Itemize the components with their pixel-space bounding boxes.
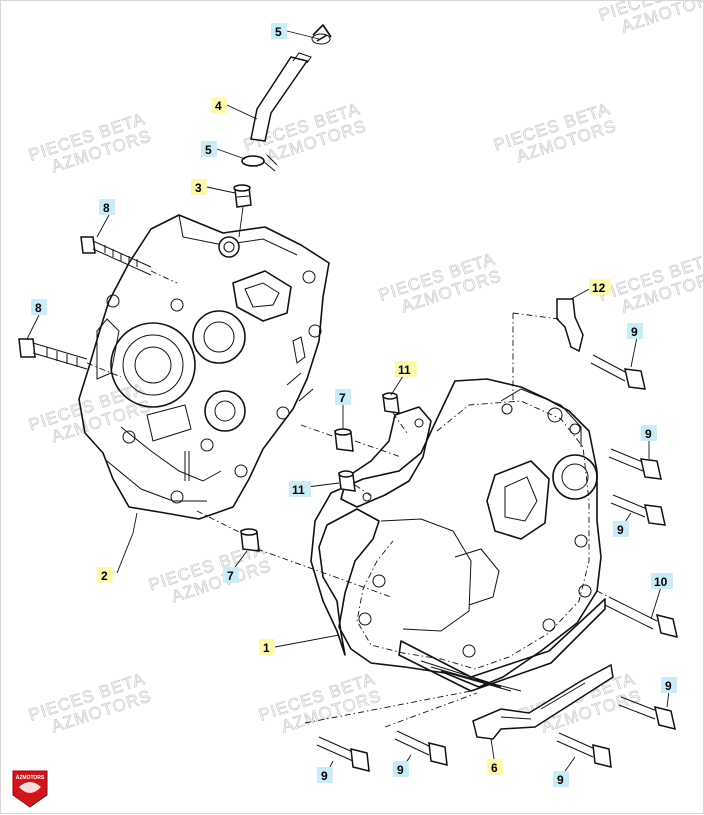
callout-9-d: 9 [661,677,677,693]
svg-text:8: 8 [103,201,110,215]
strainer-bracket [340,406,432,508]
chain-guide-6 [304,663,614,740]
logo-text: AZMOTORS [16,775,45,781]
callout-8-top: 8 [99,199,115,215]
bolt-9-upper-right [590,354,646,390]
svg-text:9: 9 [631,325,638,339]
callout-7-lower: 7 [223,567,239,583]
callout-9-a: 9 [627,323,643,339]
watermarks: PIECES BETA AZMOTORS PIECES BETA AZMOTOR… [26,1,704,737]
callout-3: 3 [191,179,207,195]
svg-text:3: 3 [195,181,202,195]
callout-4: 4 [211,97,227,113]
svg-text:9: 9 [557,773,564,787]
svg-text:7: 7 [227,569,234,583]
collar-11-upper [382,392,408,434]
callout-12: 12 [589,279,611,295]
bolt-8-left [18,338,122,378]
callout-1: 1 [259,639,275,655]
callout-9-e: 9 [317,767,333,783]
svg-text:11: 11 [398,363,411,377]
svg-text:2: 2 [101,569,108,583]
svg-text:6: 6 [491,761,498,775]
bolt-9-bottom-c [556,732,612,768]
callout-11-lower: 11 [289,481,311,497]
callout-7-upper: 7 [335,389,351,405]
svg-text:9: 9 [665,679,672,693]
leader-lines [26,30,670,778]
svg-text:11: 11 [292,483,305,497]
callout-6: 6 [487,759,503,775]
callout-5-lower: 5 [201,141,217,157]
left-crankcase-half [78,214,330,520]
svg-text:5: 5 [275,25,282,39]
callout-8-left: 8 [31,299,47,315]
svg-text:10: 10 [654,575,668,589]
hose-clip-lower [241,154,278,172]
callout-5-top: 5 [271,23,287,39]
svg-text:9: 9 [645,427,652,441]
callout-11-upper: 11 [395,361,417,377]
callout-10: 10 [651,573,673,589]
bolt-9-bottom-b [394,730,448,766]
svg-text:12: 12 [592,281,606,295]
bolt-9-bottom-a [316,736,370,772]
callout-9-g: 9 [553,771,569,787]
svg-text:9: 9 [397,763,404,777]
bolt-8-top [80,236,178,284]
svg-text:9: 9 [617,523,624,537]
breather-hose [250,52,312,142]
bolt-9-right-b [610,494,666,526]
callout-2: 2 [97,567,113,583]
breather-nipple [233,184,252,238]
collar-11-lower [338,470,374,498]
bracket-12 [512,298,584,401]
callout-9-c: 9 [613,521,629,537]
hose-clip-top [311,24,332,45]
callout-9-f: 9 [393,761,409,777]
svg-text:4: 4 [215,99,222,113]
svg-text:7: 7 [339,391,346,405]
right-crankcase-half [286,372,606,692]
bolt-9-lower-right [618,696,676,731]
dowel-7-upper [300,424,402,458]
svg-text:8: 8 [35,301,42,315]
azmotors-logo: AZMOTORS [12,770,48,808]
bolt-9-right-a [608,448,662,480]
bolt-10 [596,590,678,639]
callout-9-b: 9 [641,425,657,441]
dowel-7-lower [196,510,392,598]
svg-text:1: 1 [263,641,270,655]
svg-text:5: 5 [205,143,212,157]
svg-text:9: 9 [321,769,328,783]
